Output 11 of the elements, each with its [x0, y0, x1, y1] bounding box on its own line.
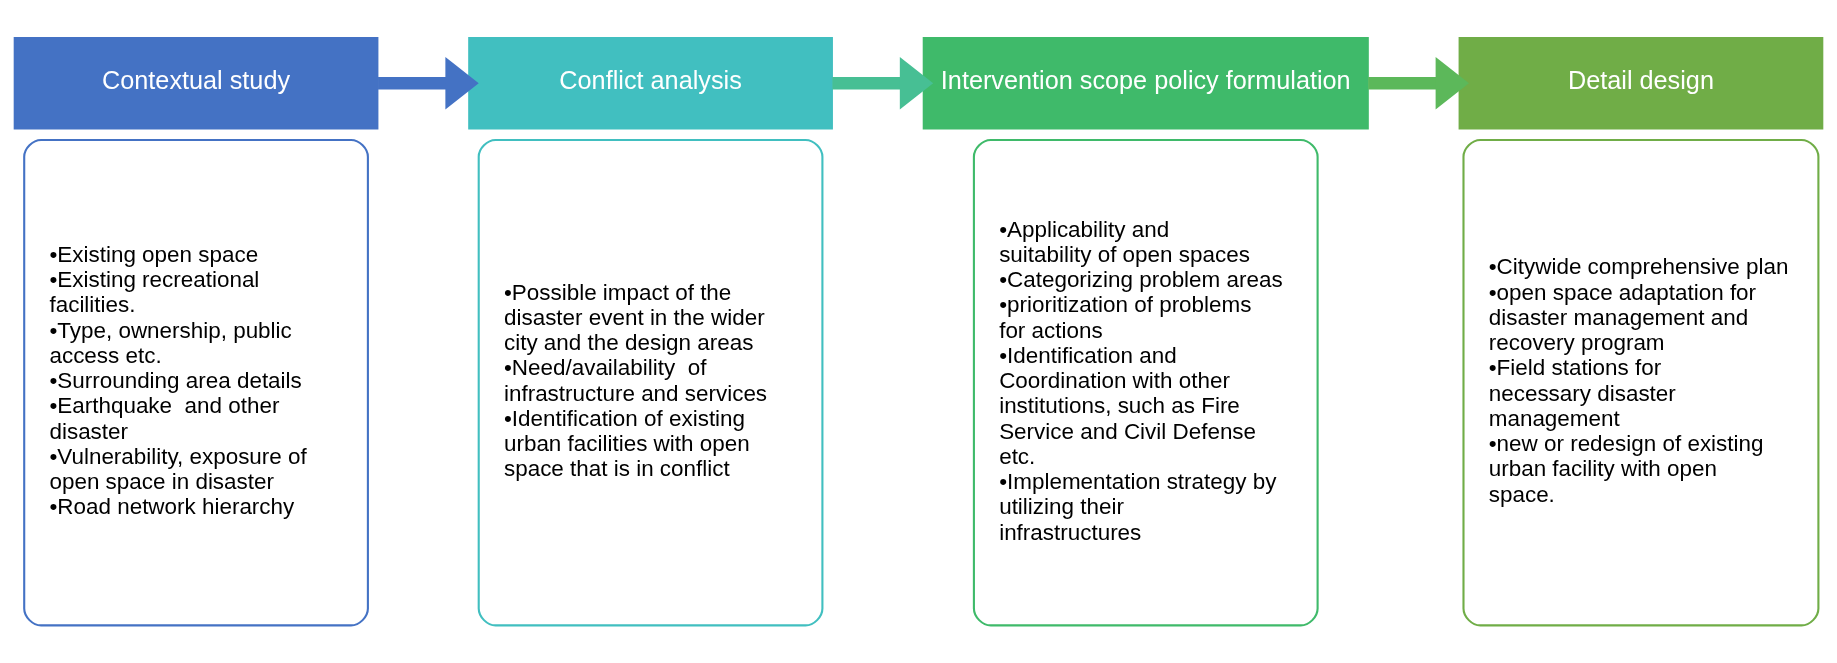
node-box: •Possible impact of the disaster event in the wider city and the design areas •Need/availability of infrastructure and services •Identification of existing urban facilities with open space that is in conflict [477, 138, 824, 627]
node-box: •Applicability and suitability of open spaces •Categorizing problem areas •prioritization of problems for actions •Identification and Coordination with other institutions, such as Fire Service and Civil Defense etc. •Implementation strategy by utilizing their infrastructures [972, 138, 1319, 627]
node-box: Intervention scope policy formulation [922, 36, 1369, 130]
arrow [378, 56, 479, 110]
node-box: Detail design [1458, 36, 1824, 130]
node-box: Conflict analysis [468, 36, 833, 130]
arrow [1368, 56, 1469, 110]
node-box: Contextual study [13, 36, 379, 130]
node-box: •Existing open space •Existing recreational facilities. •Type, ownership, public access etc. •Surrounding area details •Earthquake and other disaster •Vulnerability, exposure of open space in disaster •Road network hierarchy [23, 138, 369, 627]
arrow [832, 56, 934, 110]
node-box: •Citywide comprehensive plan •open space adaptation for disaster management and recovery program •Field stations for necessary disaster management •new or redesign of existing urban facility with open space. [1462, 138, 1820, 627]
